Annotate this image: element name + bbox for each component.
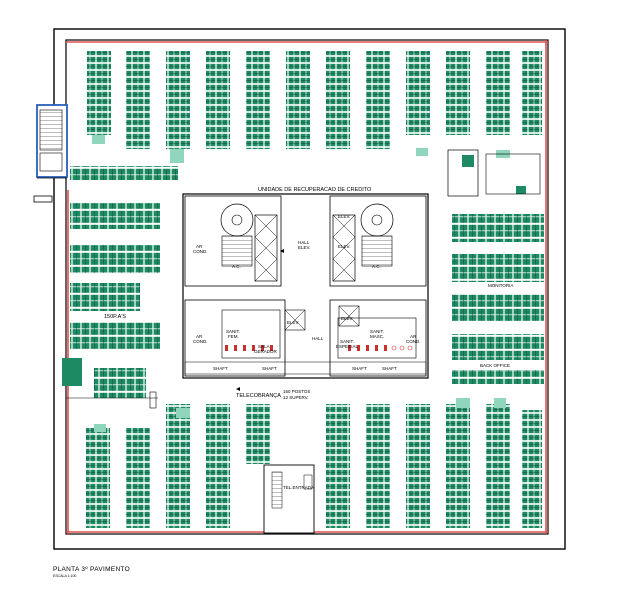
drawing-frame <box>53 28 566 550</box>
label-elev-3: ELEV. <box>287 320 299 325</box>
label-elev-1: ELEV. <box>338 214 350 219</box>
label-cond-3: COND. <box>406 339 421 344</box>
label-espacos: 150P.A'S <box>104 314 126 320</box>
drawing-title: PLANTA 3º PAVIMENTO <box>53 566 130 573</box>
label-sanit-masc-2: MASC. <box>370 334 384 339</box>
drawing-scale: ESCALA 1:100 <box>53 574 77 578</box>
label-shaft-1: SHAFT <box>213 366 228 371</box>
workstations-top <box>87 51 542 163</box>
label-back-office: BACK OFFICE <box>480 363 510 368</box>
label-ac-1: A.C. <box>232 264 241 269</box>
label-hall-elev-2: ELEV. <box>298 245 310 250</box>
label-ar-1: AR <box>196 244 203 249</box>
label-elev-4: ELEV. <box>341 316 353 321</box>
label-sanit-esp-1: SANIT. <box>340 339 354 344</box>
label-hall: HALL <box>312 336 324 341</box>
label-sanit-masc-1: SANIT. <box>370 329 384 334</box>
wc-fixtures <box>225 345 413 351</box>
arrow-icon <box>236 249 284 391</box>
label-ac-2: A.C. <box>372 264 381 269</box>
label-ar-2: AR <box>196 334 203 339</box>
workstations-bottom <box>86 398 542 528</box>
label-shaft-3: SHAFT <box>352 366 367 371</box>
label-cond-2: COND. <box>193 339 208 344</box>
label-sala-1: SALA <box>258 344 270 349</box>
label-elev-2: ELEV. <box>338 244 350 249</box>
label-sala-2: GERADOR <box>254 349 278 354</box>
label-sanit-fem-1: SANIT. <box>226 329 240 334</box>
label-shaft-4: SHAFT <box>382 366 397 371</box>
label-unidade: UNIDADE DE RECUPERACAO DE CREDITO <box>258 187 372 193</box>
label-shaft-2: SHAFT <box>262 366 277 371</box>
label-telecobranca: TELECOBRANÇA <box>236 393 281 399</box>
label-monitoria: MONITORIA <box>488 283 513 288</box>
workstations-left <box>62 166 178 409</box>
label-superv: 12 SUPERV. <box>283 395 309 400</box>
label-telentrada: TEL.ENTRADA <box>283 485 314 490</box>
central-core <box>182 193 429 379</box>
label-postos: 160 POSTOS <box>283 389 310 394</box>
workstations-right <box>447 149 544 384</box>
label-sanit-fem-2: FEM. <box>228 334 239 339</box>
label-sanit-esp-2: ESPECIAL <box>336 344 359 349</box>
stair-block <box>33 104 68 203</box>
label-hall-elev-1: HALL <box>298 240 310 245</box>
label-cond-1: COND. <box>193 249 208 254</box>
label-ar-3: AR <box>410 334 417 339</box>
telentrada-room <box>263 464 315 534</box>
